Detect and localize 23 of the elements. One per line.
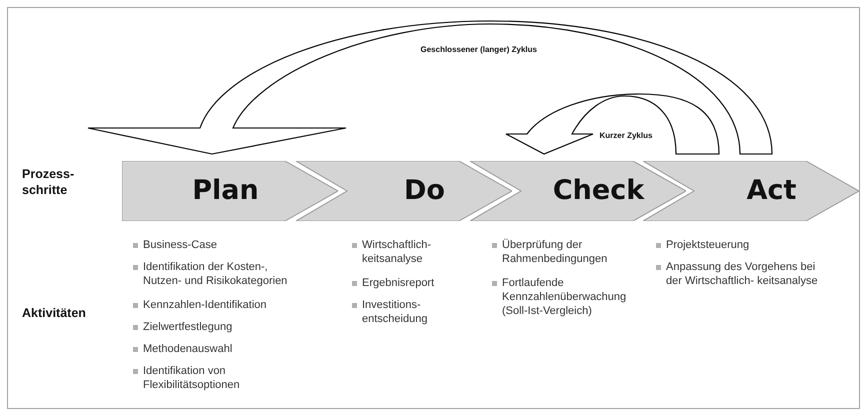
- row-heading: Prozess- schritte: [22, 166, 76, 198]
- edge-label: Geschlossener (langer) Zyklus: [420, 45, 537, 55]
- activity-item: Identifikation der Kosten-, Nutzen- und Risikokategorien: [132, 260, 297, 288]
- activity-item: Identifikation von Flexibilitätsoptionen: [132, 364, 297, 392]
- activity-item: Ergebnisreport: [351, 276, 461, 290]
- step-title: Do: [404, 177, 445, 204]
- edge-label: Kurzer Zyklus: [600, 131, 652, 141]
- cycle-arrow: [505, 93, 720, 155]
- activity-item: Kennzahlen-Identifikation: [132, 298, 297, 312]
- activity-item: Business-Case: [132, 238, 297, 252]
- activity-item: Methodenauswahl: [132, 342, 297, 356]
- activity-item: Projektsteuerung: [655, 238, 820, 252]
- cycle-arrow: [87, 20, 773, 155]
- activity-item: Fortlaufende Kennzahlenüberwachung (Soll-Ist-Vergleich): [491, 276, 641, 318]
- activity-item: Überprüfung der Rahmenbedingungen: [491, 238, 641, 266]
- row-heading: Aktivitäten: [22, 305, 87, 321]
- activity-item: Investitions- entscheidung: [351, 298, 461, 326]
- step-title: Act: [746, 177, 796, 204]
- activity-item: Wirtschaftlich- keitsanalyse: [351, 238, 461, 266]
- activity-item: Zielwertfestlegung: [132, 320, 297, 334]
- activity-item: Anpassung des Vorgehens bei der Wirtschaftlich- keitsanalyse: [655, 260, 820, 288]
- step-title: Plan: [192, 177, 259, 204]
- step-title: Check: [552, 177, 644, 204]
